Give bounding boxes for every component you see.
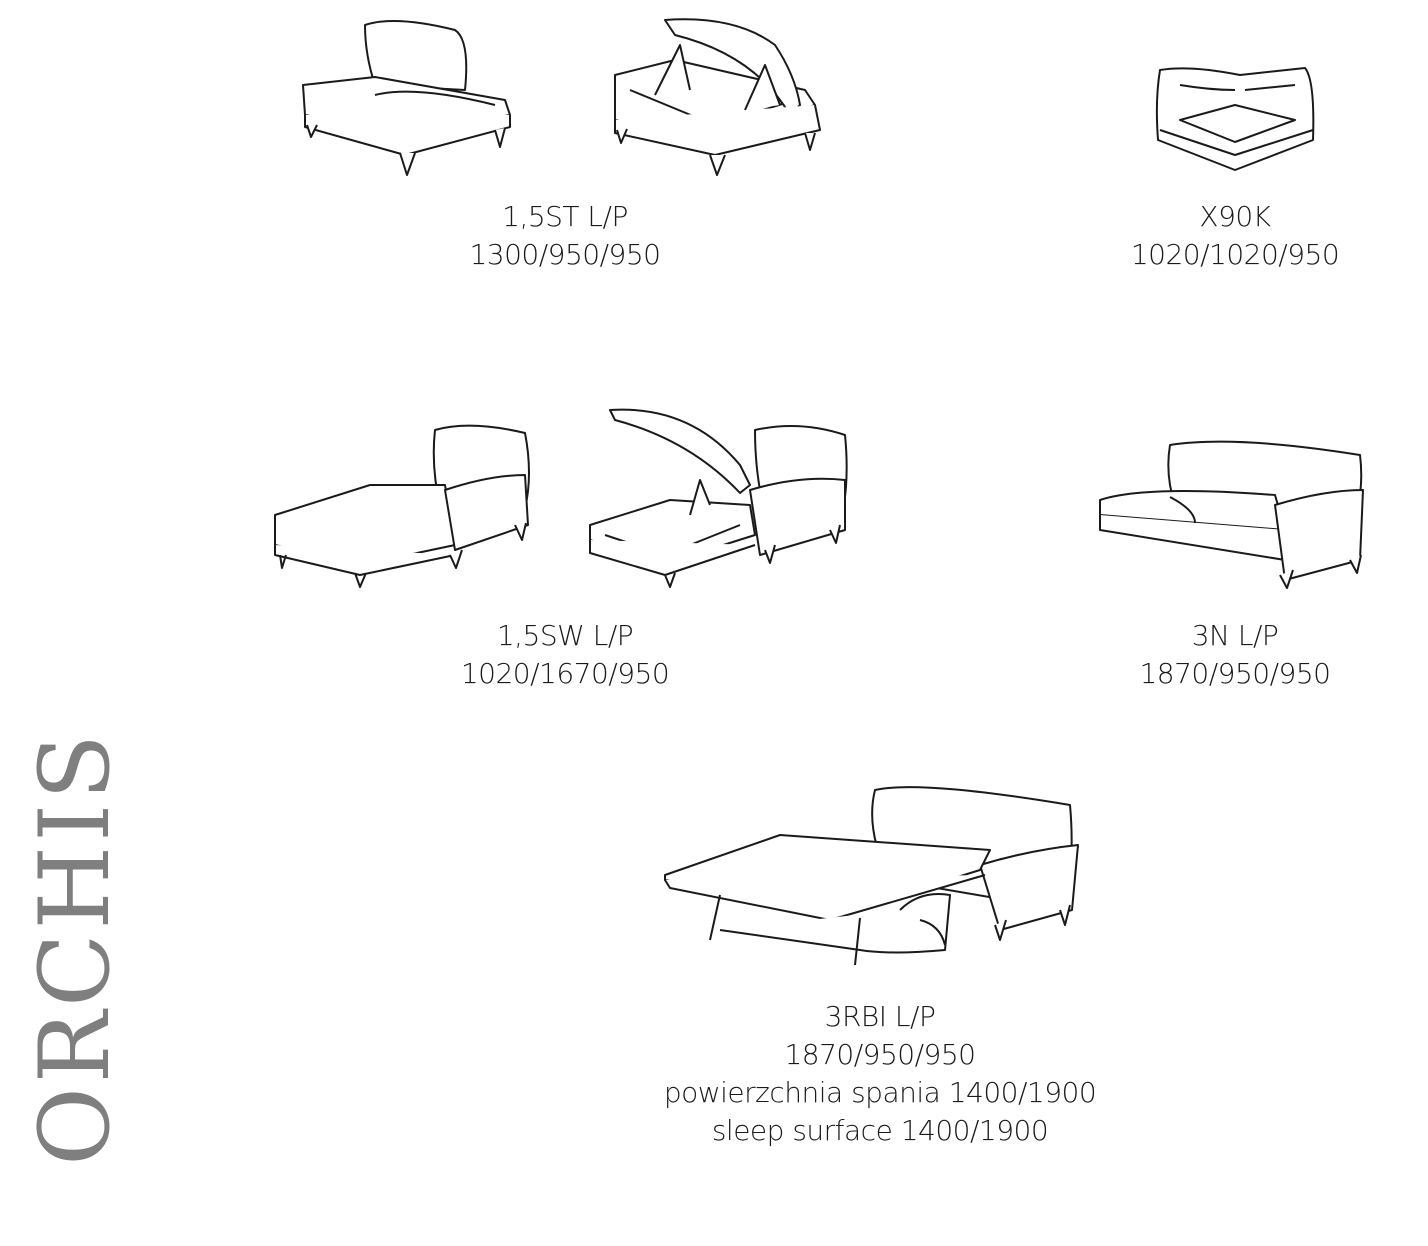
module-code: 1,5ST L/P (502, 200, 628, 233)
sleep-surface-en: sleep surface 1400/1900 (711, 1114, 1049, 1147)
sofa-1-5st-drawing (302, 18, 821, 176)
module-dimensions: 1870/950/950 (1139, 657, 1331, 690)
module-dimensions: 1870/950/950 (784, 1038, 976, 1071)
sofa-3rbi-drawing (664, 786, 1079, 966)
module-label-3rbi: 3RBI L/P 1870/950/950 powierzchnia spani… (630, 998, 1130, 1150)
sofa-1-5sw-drawing (274, 408, 848, 588)
module-dimensions: 1020/1020/950 (1130, 238, 1340, 271)
sleep-surface-pl: powierzchnia spania 1400/1900 (663, 1076, 1097, 1109)
module-code: X90K (1199, 200, 1271, 233)
module-code: 3RBI L/P (824, 1000, 936, 1033)
module-code: 3N L/P (1191, 619, 1279, 652)
brand-logo: ORCHIS (19, 730, 131, 1166)
module-dimensions: 1300/950/950 (469, 238, 661, 271)
module-label-3n: 3N L/P 1870/950/950 (1085, 617, 1385, 693)
module-code: 1,5SW L/P (496, 619, 634, 652)
sofa-x90k-drawing (1155, 67, 1315, 171)
sofa-3n-drawing (1099, 440, 1364, 589)
module-label-x90k: X90K 1020/1020/950 (1085, 198, 1385, 274)
module-label-1-5sw: 1,5SW L/P 1020/1670/950 (415, 617, 715, 693)
module-dimensions: 1020/1670/950 (460, 657, 670, 690)
module-label-1-5st: 1,5ST L/P 1300/950/950 (415, 198, 715, 274)
